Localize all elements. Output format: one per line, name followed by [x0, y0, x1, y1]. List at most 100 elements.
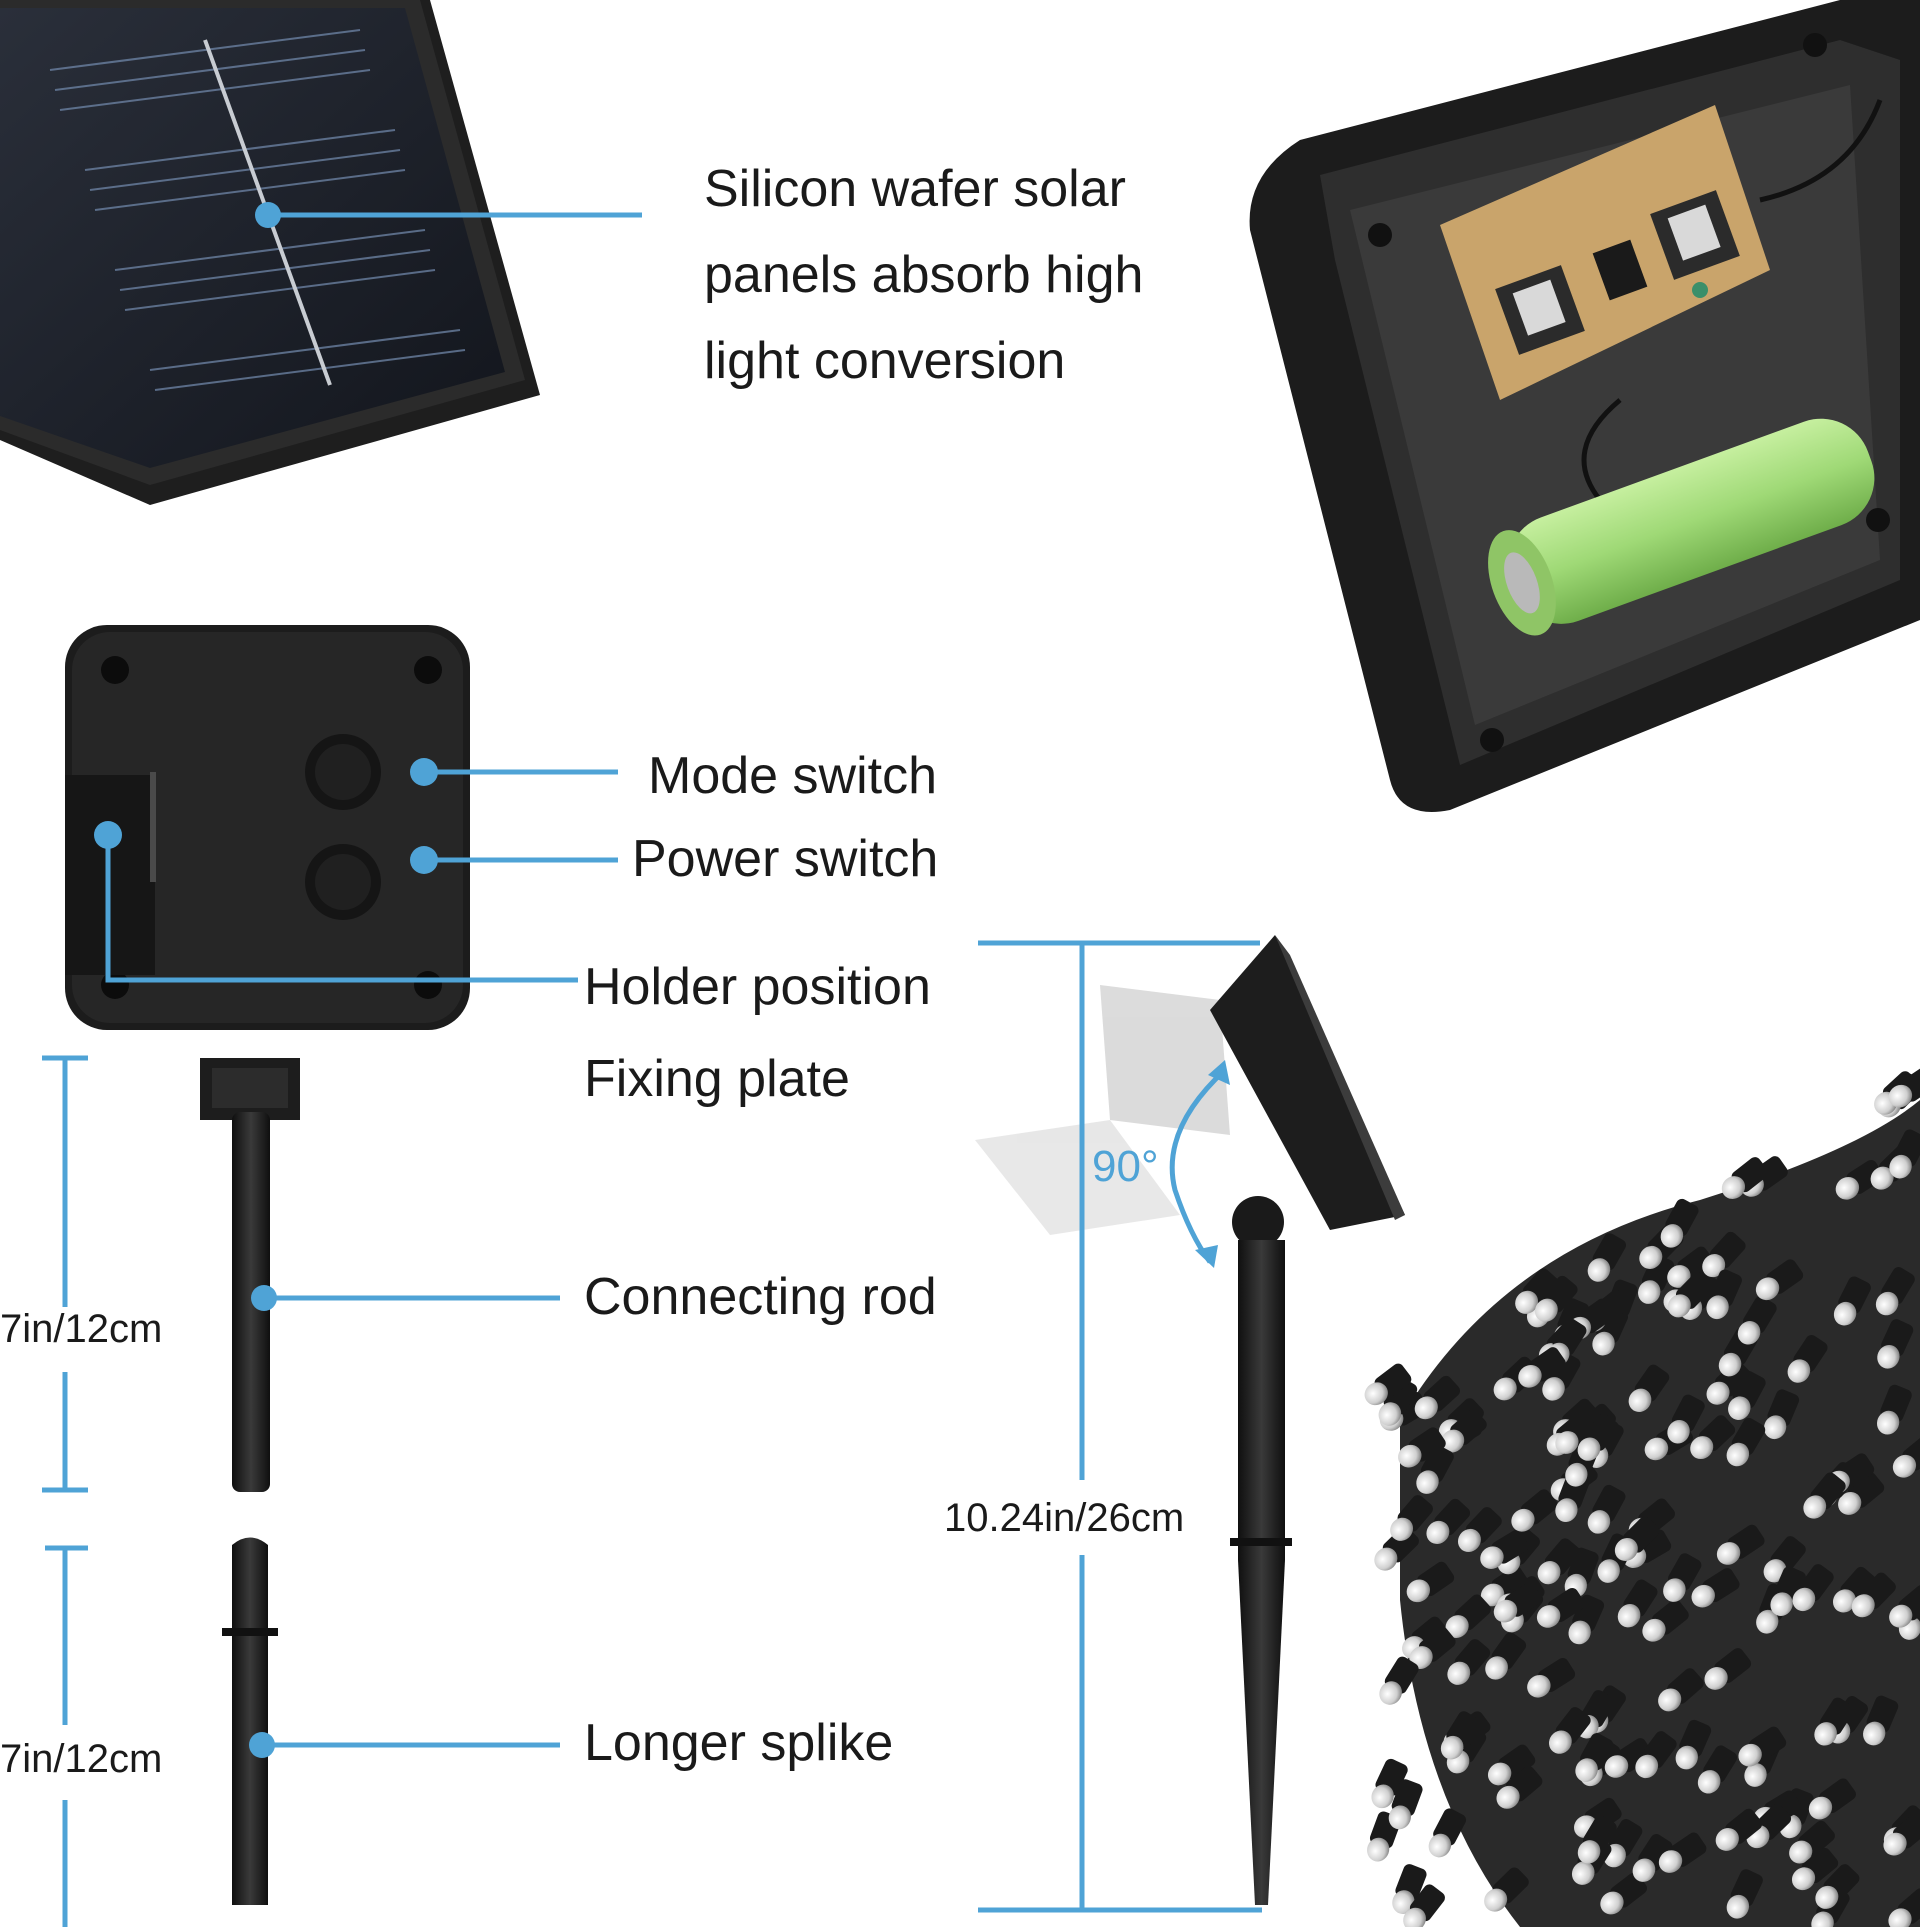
led-bulb — [1485, 1632, 1527, 1680]
led-bulb — [1787, 1335, 1828, 1383]
rod-dimension-line — [42, 1055, 88, 1493]
led-bulb — [1691, 1568, 1740, 1608]
led-bulb — [1364, 1363, 1412, 1406]
tilt-angle-arrow — [1169, 1060, 1230, 1268]
led-bulb — [1803, 1472, 1846, 1519]
led-bulb — [1549, 1707, 1591, 1754]
led-bulb — [1617, 1579, 1658, 1628]
assembled-stake-image — [975, 935, 1405, 1905]
led-bulb — [1604, 1738, 1653, 1778]
led-bulb — [1564, 1547, 1599, 1598]
led-bulb — [1702, 1231, 1746, 1278]
power-switch-label: Power switch — [632, 830, 939, 888]
led-bulb — [1515, 1268, 1559, 1314]
led-bulb — [1392, 1864, 1427, 1914]
total-height-label: 10.24in/26cm — [944, 1496, 1185, 1541]
led-bulb — [1792, 1564, 1834, 1612]
led-bulb — [1721, 1157, 1769, 1199]
solar-panel-label-line2: panels absorb high — [704, 246, 1144, 304]
mode-switch-callout-line — [410, 758, 618, 786]
led-bulb — [1403, 1884, 1445, 1927]
spike-length-label: 7in/12cm — [0, 1737, 163, 1782]
led-bulb — [1428, 1808, 1467, 1858]
led-bulb — [1414, 1375, 1461, 1420]
mode-switch-label: Mode switch — [648, 747, 937, 805]
led-bulb — [1587, 1233, 1627, 1282]
holder-position-label: Holder position — [584, 958, 931, 1016]
holder-position-callout-line — [94, 821, 578, 983]
led-bulb — [1426, 1498, 1471, 1544]
connecting-rod-callout-line — [251, 1285, 560, 1311]
led-bulb — [1409, 1626, 1456, 1669]
led-bulb — [1632, 1834, 1673, 1882]
led-bulb — [1496, 1766, 1543, 1809]
led-bulb — [1892, 1435, 1920, 1478]
led-bulb — [1536, 1587, 1585, 1628]
led-bulb — [1600, 1872, 1647, 1915]
led-bulb — [1737, 1296, 1777, 1345]
led-bulb — [1888, 1067, 1920, 1108]
led-bulb — [1575, 1733, 1614, 1782]
led-bulb — [1706, 1269, 1742, 1320]
led-bulb — [1555, 1411, 1602, 1454]
led-bulb — [1493, 1582, 1542, 1623]
led-bulb — [1838, 1472, 1885, 1515]
led-bulb — [1667, 1246, 1715, 1288]
led-bulb — [1379, 1656, 1419, 1705]
led-bulb — [1875, 1267, 1915, 1316]
led-bulb — [1388, 1779, 1423, 1830]
longer-spike-label: Longer splike — [584, 1714, 894, 1772]
led-bulb — [1755, 1259, 1804, 1301]
led-bulb — [1440, 1711, 1481, 1760]
led-bulb — [1406, 1561, 1455, 1603]
led-bulb — [1527, 1658, 1576, 1698]
led-bulb — [1642, 1599, 1689, 1642]
led-bulb — [1663, 1553, 1702, 1602]
led-bulb — [1716, 1524, 1765, 1565]
led-bulb — [1628, 1364, 1670, 1412]
spike-dimension-line — [45, 1545, 88, 1927]
solar-panel-label-line3: light conversion — [704, 332, 1066, 390]
circuit-board — [1440, 105, 1770, 400]
led-bulb — [1660, 1198, 1699, 1248]
led-bulb — [1808, 1778, 1856, 1820]
longer-spike-image — [222, 1537, 278, 1905]
solar-panel-image — [0, 0, 540, 505]
led-bulb — [1876, 1384, 1912, 1435]
led-bulb — [1577, 1413, 1619, 1461]
led-bulb — [1484, 1867, 1529, 1912]
led-bulb — [1658, 1832, 1707, 1873]
fixing-plate-label: Fixing plate — [584, 1050, 850, 1108]
power-switch-button — [305, 844, 381, 920]
led-bulb — [1851, 1572, 1896, 1618]
led-bulb — [1487, 1744, 1536, 1786]
led-bulb — [1835, 1159, 1884, 1200]
led-bulb — [1587, 1484, 1626, 1534]
led-bulb — [1738, 1726, 1787, 1767]
led-bulb — [1658, 1668, 1704, 1712]
led-bulb — [1635, 1731, 1677, 1779]
led-bulb — [1445, 1594, 1491, 1639]
led-bulb — [1534, 1275, 1578, 1322]
led-bulb — [1390, 1495, 1433, 1541]
led-bulb — [1728, 1371, 1766, 1421]
battery-box-image — [1249, 0, 1920, 812]
led-bulb — [1441, 1409, 1487, 1453]
led-bulb — [1416, 1445, 1454, 1494]
led-bulb — [1706, 1360, 1752, 1405]
led-bulb — [1883, 1813, 1920, 1856]
led-bulb — [1763, 1389, 1800, 1440]
led-bulb — [1888, 1888, 1920, 1927]
led-bulb — [1889, 1585, 1920, 1628]
led-bulb — [1690, 1415, 1736, 1460]
led-bulb — [1667, 1272, 1712, 1318]
led-bulb — [1447, 1639, 1491, 1685]
led-bulb — [1889, 1129, 1920, 1179]
led-bulb — [1704, 1648, 1752, 1690]
led-bulb — [1789, 1820, 1835, 1864]
led-bulb — [1815, 1864, 1860, 1909]
longer-spike-callout-line — [249, 1732, 560, 1758]
led-bulb — [1480, 1529, 1529, 1569]
led-bulb — [1726, 1869, 1763, 1919]
